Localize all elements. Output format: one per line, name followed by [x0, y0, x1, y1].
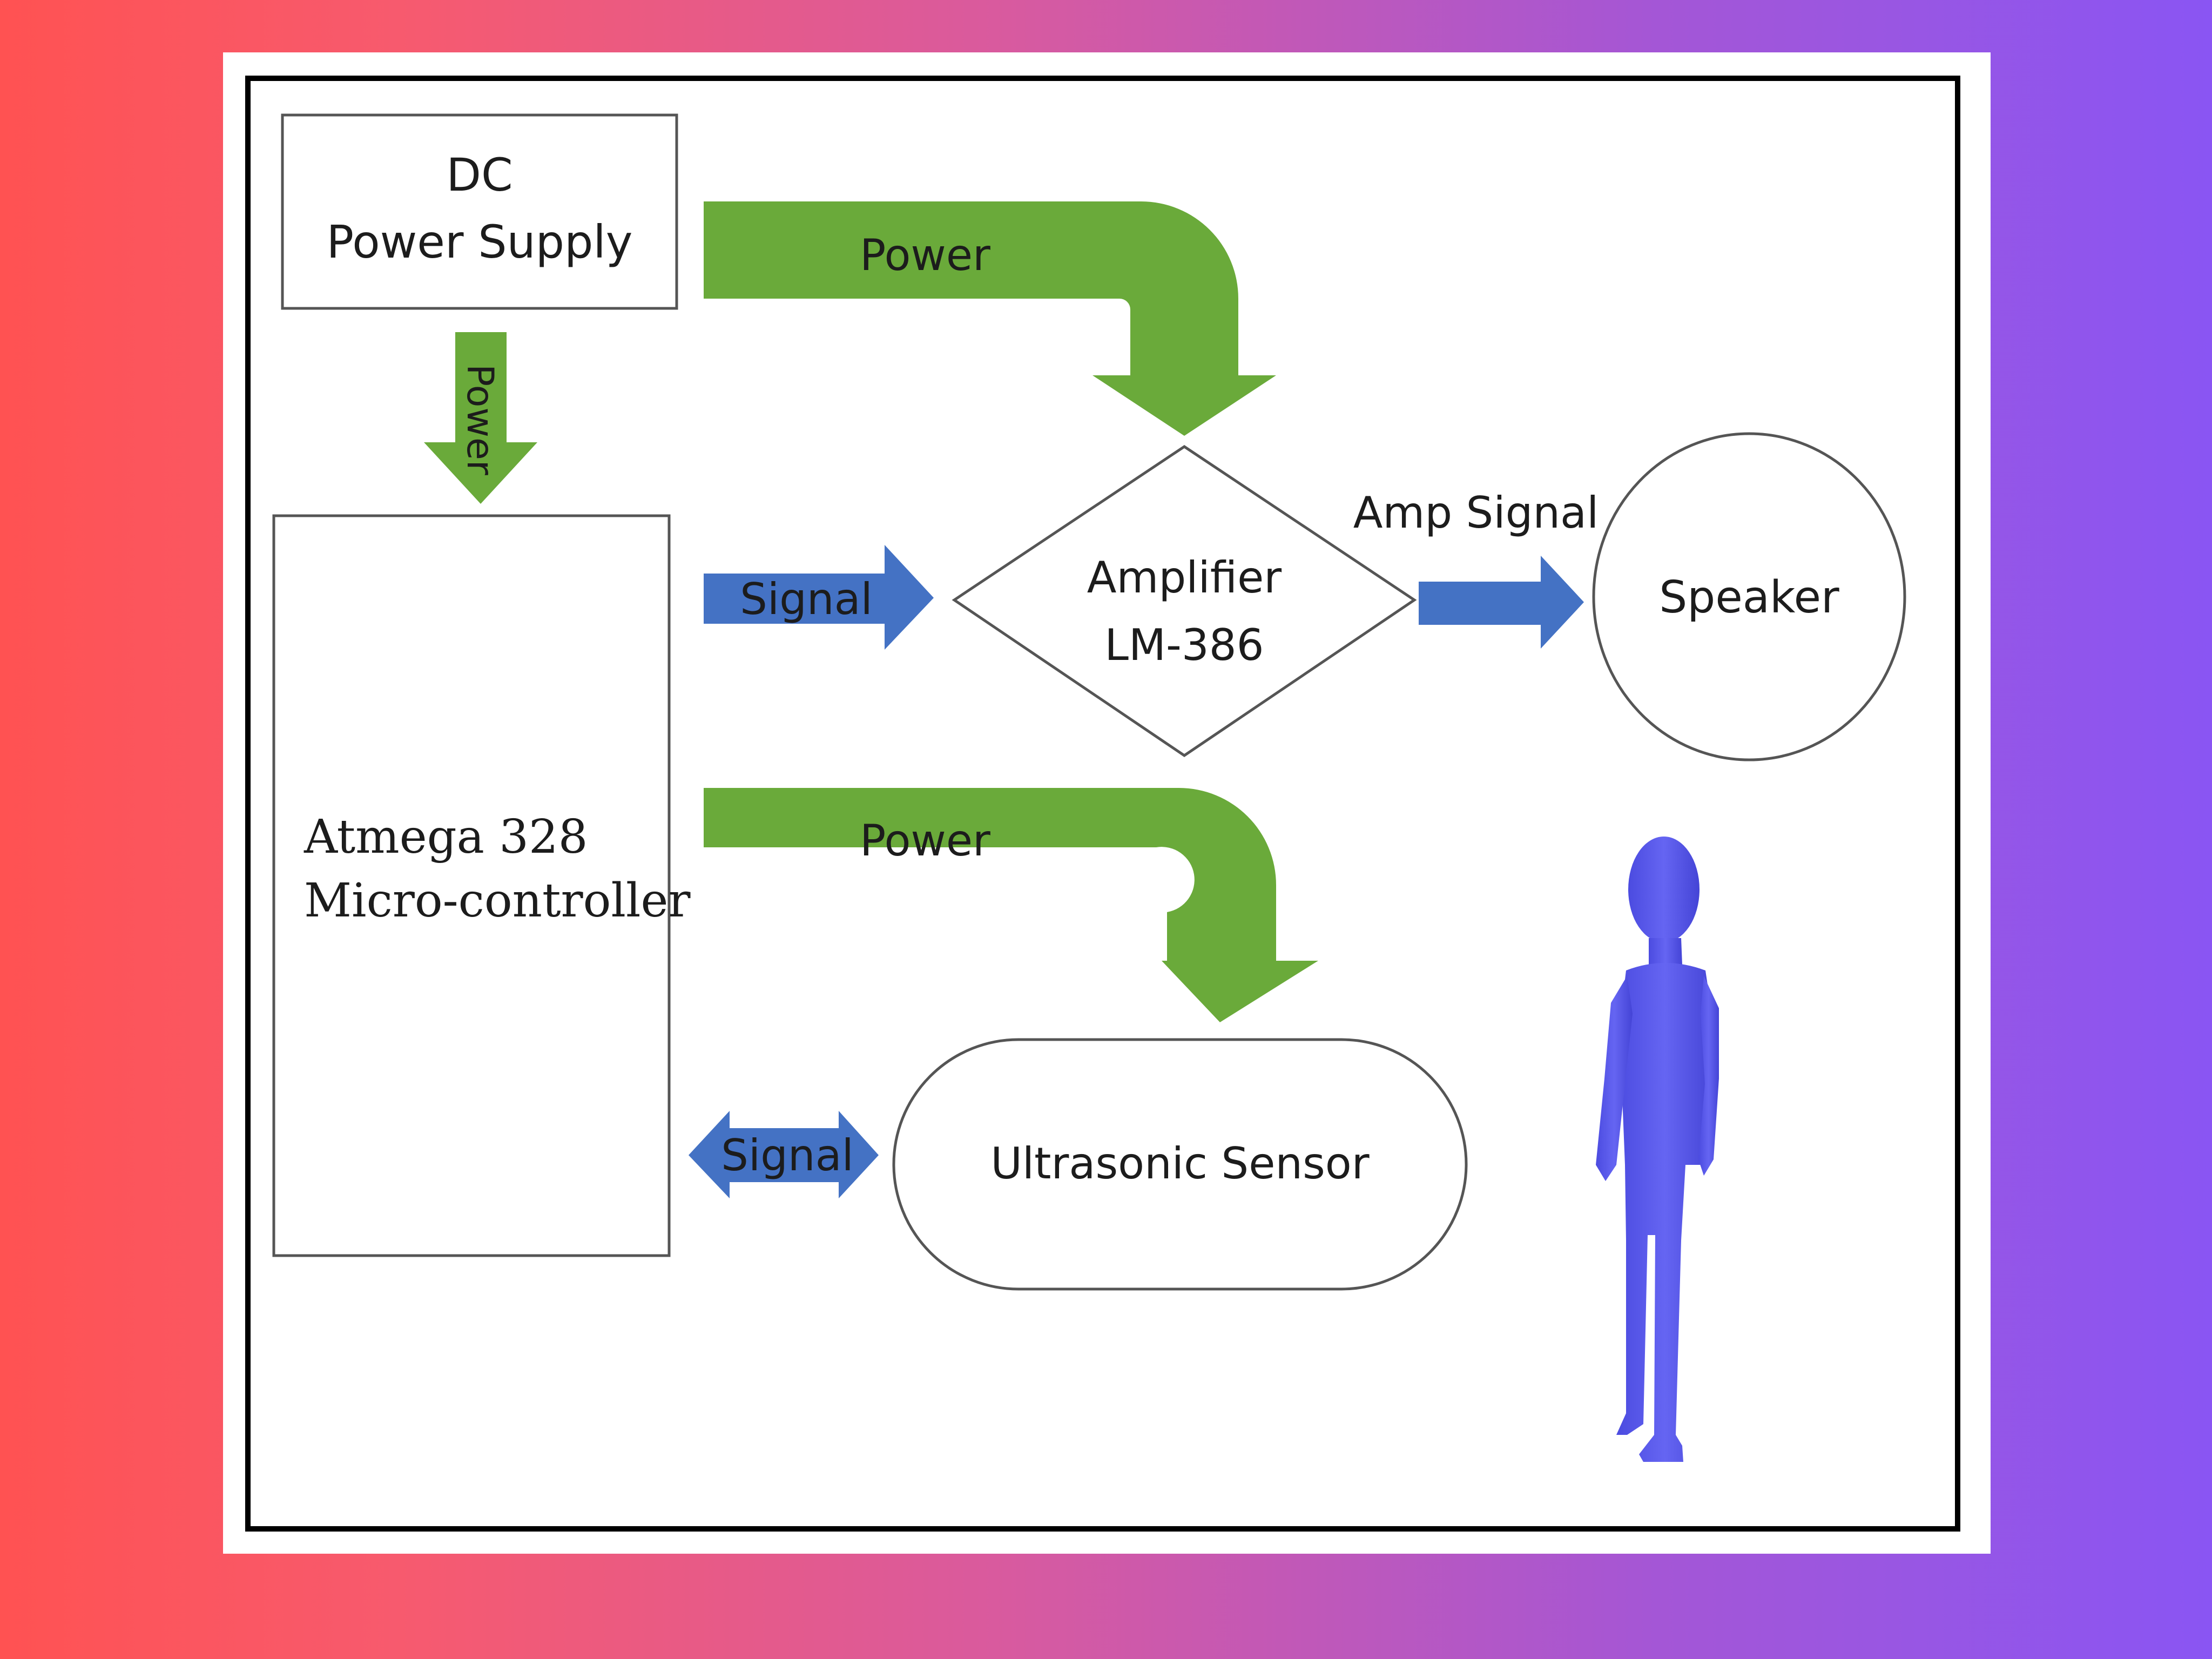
block-diagram: DC Power Supply Power Power Atmega 328 M…	[245, 76, 1960, 1532]
lm386-label: LM-386	[1104, 620, 1264, 670]
amp-signal-label: Amp Signal	[1353, 488, 1599, 538]
microcontroller-box: Atmega 328 Micro-controller	[272, 514, 691, 1257]
power-arrow-to-micro: Power	[424, 332, 537, 504]
atmega-label: Atmega 328	[304, 810, 588, 864]
signal-label-amp: Signal	[740, 574, 873, 624]
diagram-frame	[245, 76, 1960, 1532]
dc-label: DC	[446, 149, 512, 201]
dc-power-supply-box: DC Power Supply	[281, 113, 678, 310]
amplifier-label: Amplifier	[1087, 552, 1282, 603]
diagram-card: DC Power Supply Power Power Atmega 328 M…	[223, 52, 1991, 1554]
signal-arrow-to-amplifier: Signal	[704, 545, 934, 650]
microcontroller-label: Micro-controller	[304, 874, 691, 928]
ultrasonic-label: Ultrasonic Sensor	[990, 1138, 1369, 1189]
power-label-top: Power	[860, 230, 990, 280]
signal-label-sensor: Signal	[721, 1130, 854, 1181]
human-figure-icon	[1596, 837, 1719, 1462]
amp-signal-arrow: Amp Signal	[1353, 488, 1599, 649]
power-label-vertical: Power	[458, 364, 501, 475]
power-arrow-to-amplifier: Power	[704, 201, 1276, 436]
speaker-label: Speaker	[1659, 572, 1839, 623]
power-label-bottom: Power	[860, 815, 990, 866]
power-supply-label: Power Supply	[327, 215, 633, 268]
power-arrow-to-sensor: Power	[704, 788, 1318, 1022]
speaker-circle: Speaker	[1592, 432, 1906, 761]
amplifier-diamond: Amplifier LM-386	[952, 444, 1417, 758]
signal-arrow-bidirectional: Signal	[689, 1111, 879, 1198]
ultrasonic-sensor-box: Ultrasonic Sensor	[892, 1038, 1468, 1291]
